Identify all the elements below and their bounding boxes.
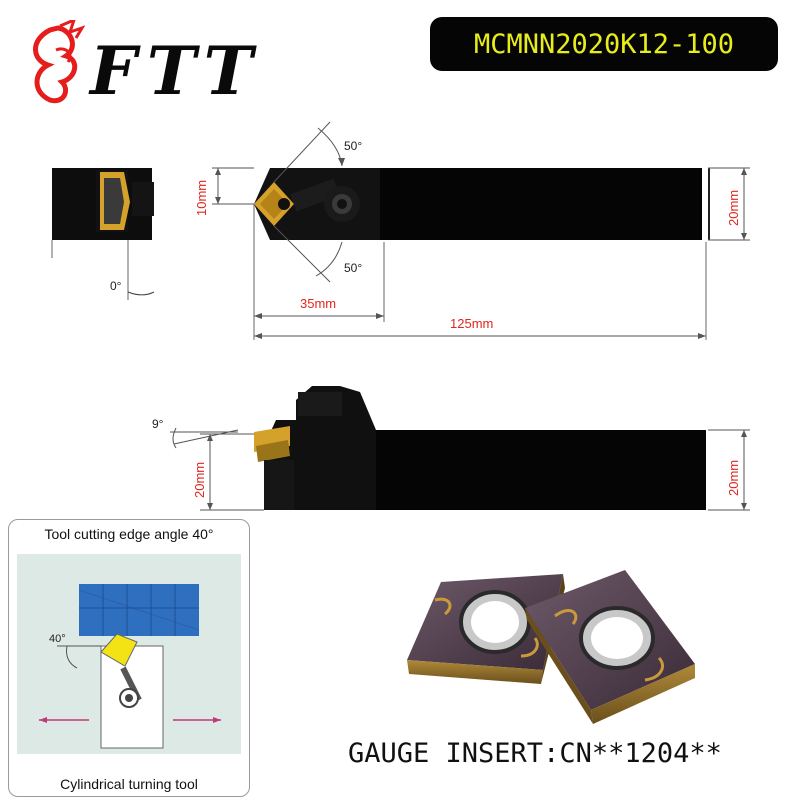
dim-shank-height-top: 20mm [726, 190, 741, 226]
top-view [254, 168, 710, 240]
panel-angle-label: 40° [49, 633, 66, 645]
end-view [51, 168, 155, 300]
inserts-image [407, 570, 695, 724]
tool-drawing: 0° 10mm 50° 50° 35mm 125mm 20mm [51, 121, 750, 511]
gauge-insert-label: GAUGE INSERT:CN**1204** [348, 738, 722, 769]
dragon-logo-icon: FTT [33, 17, 263, 110]
dim-total-length: 125mm [450, 316, 493, 331]
angle-clearance-label: 9° [152, 417, 164, 431]
dim-insert-height: 10mm [194, 180, 209, 216]
brand-name: FTT [88, 32, 263, 110]
turning-diagram: 40° [17, 554, 241, 754]
end-angle-label: 0° [110, 279, 122, 293]
panel-caption: Cylindrical turning tool [60, 776, 198, 792]
model-badge: MCMNN2020K12-100 [430, 17, 778, 71]
cutting-angle-panel: Tool cutting edge angle 40° 40° Cylindri… [8, 519, 250, 797]
model-code: MCMNN2020K12-100 [473, 28, 735, 60]
dim-left-height: 20mm [192, 462, 207, 498]
side-view [254, 386, 706, 510]
dim-right-height: 20mm [726, 460, 741, 496]
panel-title: Tool cutting edge angle 40° [44, 526, 214, 542]
angle-top-label: 50° [344, 139, 362, 153]
angle-bottom-label: 50° [344, 261, 362, 275]
brand-logo: FTT [20, 17, 280, 110]
dim-head-length: 35mm [300, 296, 336, 311]
